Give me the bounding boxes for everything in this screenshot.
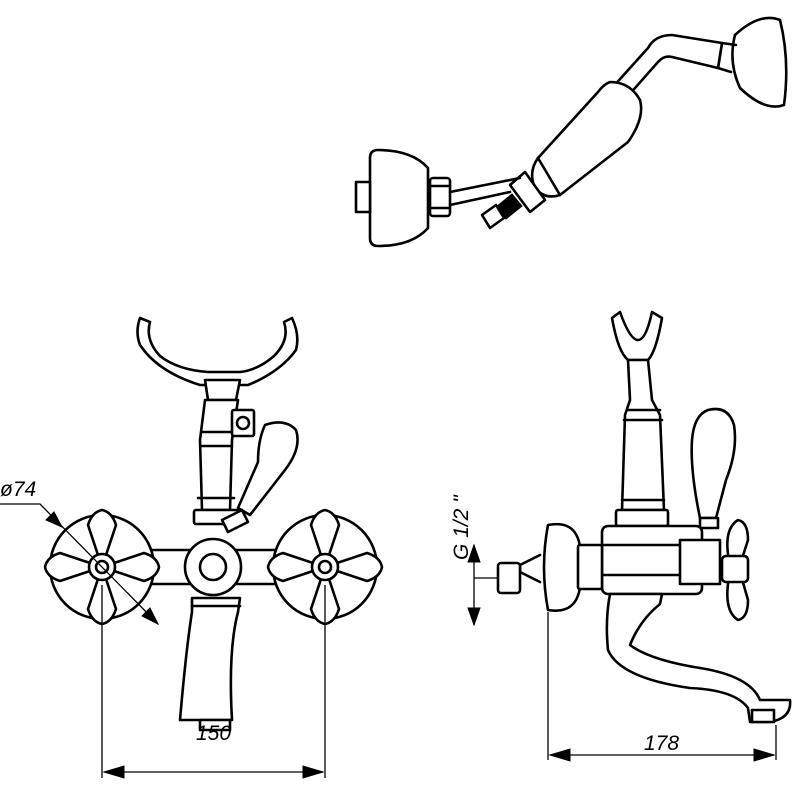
handle-collar [536, 156, 562, 197]
side-connector [518, 553, 542, 584]
side-lever-base [698, 516, 720, 530]
thread-arrow-bottom [467, 607, 481, 627]
depth-label: 178 [644, 732, 679, 755]
holder-joint [508, 170, 547, 214]
shower-holder-fork [136, 316, 299, 387]
diverter-knob [230, 408, 256, 438]
left-handle-arm-top [86, 508, 118, 569]
side-holder-fork [610, 310, 664, 362]
front-spout [178, 596, 242, 722]
hose-nut [428, 176, 452, 218]
diameter-label: ø74 [0, 478, 36, 501]
depth-arrow-right [753, 748, 776, 762]
swivel-stem [480, 203, 506, 230]
hand-shower-assembly [354, 16, 788, 248]
side-column-rings [620, 408, 666, 502]
spout-aerator [198, 718, 232, 732]
width-label: 150 [196, 722, 231, 745]
wall-flange [368, 148, 430, 248]
hose-nut-lines [428, 184, 452, 210]
diverter-knob-cap [235, 415, 251, 431]
side-handle-hub [720, 554, 750, 584]
hose-stub [448, 176, 522, 207]
lever-pivot [220, 508, 250, 534]
side-view [467, 310, 792, 762]
side-inlet-nut [496, 561, 522, 595]
side-lever [690, 407, 737, 520]
width-extension-lines [101, 585, 326, 778]
depth-arrow-left [548, 748, 571, 762]
right-handle-arm-top [309, 508, 341, 569]
width-arrow-right [302, 765, 325, 779]
center-hub-bore [198, 552, 228, 582]
side-escutcheon-nut [576, 543, 604, 591]
side-column-collar [614, 508, 670, 528]
side-valve-stem [678, 538, 722, 586]
center-hub [183, 537, 243, 597]
left-handle-arm-right [100, 551, 161, 583]
thread-label: G 1/2 " [450, 494, 473, 560]
left-handle-arm-left [43, 551, 104, 583]
shower-head [731, 16, 788, 108]
left-handle-screw [94, 559, 110, 575]
side-escutcheon [542, 522, 582, 612]
right-handle-arm-left [266, 551, 327, 583]
front-view [0, 316, 384, 779]
holder-neck [203, 378, 242, 402]
thread-arrow-top [467, 543, 481, 563]
depth-extension-lines [547, 612, 777, 760]
column-rings [196, 430, 236, 500]
width-arrow-left [102, 765, 125, 779]
side-spout-aerator [750, 708, 776, 724]
wall-pipe [354, 180, 372, 214]
shower-handle [530, 80, 643, 198]
side-column [620, 358, 666, 512]
right-handle-screw [317, 559, 333, 575]
side-handle-arm-bottom [726, 570, 750, 622]
diameter-arrow-upper [45, 511, 64, 529]
right-cross-handle[interactable] [266, 508, 384, 626]
side-spout [605, 592, 792, 724]
diameter-arrow-lower [141, 607, 160, 626]
diameter-leader-line [0, 503, 159, 625]
diverter-lever [236, 421, 299, 517]
right-handle-arm-right [323, 551, 384, 583]
right-handle-cap [310, 552, 340, 582]
